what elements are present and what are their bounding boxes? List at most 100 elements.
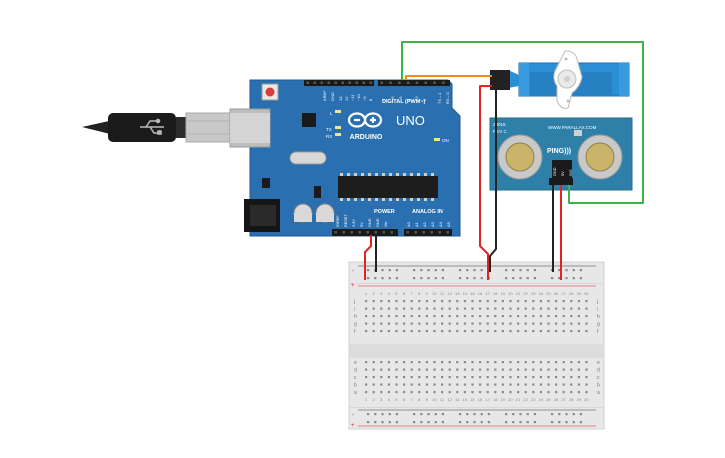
- breadboard-hole[interactable]: [387, 322, 390, 325]
- breadboard-hole[interactable]: [441, 330, 444, 333]
- breadboard-hole[interactable]: [380, 315, 383, 318]
- breadboard-hole[interactable]: [463, 383, 466, 386]
- breadboard-hole[interactable]: [562, 383, 565, 386]
- breadboard-hole[interactable]: [555, 330, 558, 333]
- breadboard-hole[interactable]: [562, 376, 565, 379]
- breadboard-hole[interactable]: [427, 421, 430, 424]
- servo-horn[interactable]: [553, 50, 583, 109]
- breadboard-hole[interactable]: [471, 391, 474, 394]
- breadboard-hole[interactable]: [433, 391, 436, 394]
- breadboard-hole[interactable]: [505, 421, 508, 424]
- breadboard-hole[interactable]: [509, 307, 512, 310]
- breadboard-hole[interactable]: [365, 315, 368, 318]
- breadboard-hole[interactable]: [466, 277, 469, 280]
- breadboard-hole[interactable]: [420, 413, 423, 416]
- breadboard-hole[interactable]: [466, 269, 469, 272]
- wire-red-servo[interactable]: [479, 85, 492, 280]
- breadboard-hole[interactable]: [562, 307, 565, 310]
- arduino-board[interactable]: ARDUINO UNO DIGITAL (PWM~) POWER ANALOG …: [229, 79, 461, 237]
- breadboard-hole[interactable]: [562, 361, 565, 364]
- breadboard-hole[interactable]: [555, 307, 558, 310]
- breadboard-hole[interactable]: [418, 383, 421, 386]
- breadboard-hole[interactable]: [585, 300, 588, 303]
- breadboard-hole[interactable]: [425, 330, 428, 333]
- breadboard-hole[interactable]: [494, 307, 497, 310]
- breadboard-hole[interactable]: [441, 322, 444, 325]
- breadboard-hole[interactable]: [570, 315, 573, 318]
- breadboard-hole[interactable]: [577, 376, 580, 379]
- breadboard-hole[interactable]: [403, 307, 406, 310]
- breadboard-hole[interactable]: [471, 315, 474, 318]
- header-hole[interactable]: [320, 81, 324, 85]
- breadboard-hole[interactable]: [365, 391, 368, 394]
- breadboard-hole[interactable]: [509, 391, 512, 394]
- breadboard-hole[interactable]: [387, 300, 390, 303]
- breadboard-hole[interactable]: [565, 277, 568, 280]
- breadboard-hole[interactable]: [517, 307, 520, 310]
- breadboard-hole[interactable]: [441, 269, 444, 272]
- breadboard-hole[interactable]: [365, 383, 368, 386]
- header-hole[interactable]: [327, 81, 331, 85]
- breadboard-hole[interactable]: [501, 376, 504, 379]
- breadboard-hole[interactable]: [427, 269, 430, 272]
- breadboard-hole[interactable]: [471, 322, 474, 325]
- header-hole[interactable]: [350, 231, 354, 234]
- breadboard-hole[interactable]: [381, 421, 384, 424]
- breadboard-hole[interactable]: [372, 361, 375, 364]
- header-hole[interactable]: [389, 81, 392, 85]
- breadboard-hole[interactable]: [517, 330, 520, 333]
- breadboard-hole[interactable]: [456, 376, 459, 379]
- breadboard-hole[interactable]: [395, 315, 398, 318]
- breadboard-hole[interactable]: [585, 383, 588, 386]
- breadboard-hole[interactable]: [558, 413, 561, 416]
- breadboard-hole[interactable]: [387, 383, 390, 386]
- breadboard-hole[interactable]: [517, 376, 520, 379]
- header-hole[interactable]: [415, 81, 419, 85]
- breadboard-hole[interactable]: [441, 361, 444, 364]
- breadboard-hole[interactable]: [480, 277, 483, 280]
- breadboard-hole[interactable]: [579, 277, 582, 280]
- breadboard-hole[interactable]: [395, 368, 398, 371]
- header-hole[interactable]: [341, 81, 345, 85]
- breadboard-hole[interactable]: [395, 391, 398, 394]
- breadboard-hole[interactable]: [372, 383, 375, 386]
- breadboard-hole[interactable]: [380, 383, 383, 386]
- breadboard-hole[interactable]: [579, 269, 582, 272]
- breadboard-hole[interactable]: [512, 269, 515, 272]
- breadboard-hole[interactable]: [448, 315, 451, 318]
- breadboard-hole[interactable]: [494, 376, 497, 379]
- breadboard-hole[interactable]: [434, 269, 437, 272]
- breadboard-hole[interactable]: [517, 383, 520, 386]
- breadboard-hole[interactable]: [372, 330, 375, 333]
- breadboard-hole[interactable]: [494, 315, 497, 318]
- breadboard-hole[interactable]: [410, 307, 413, 310]
- breadboard-hole[interactable]: [395, 322, 398, 325]
- breadboard-hole[interactable]: [441, 315, 444, 318]
- breadboard-hole[interactable]: [410, 368, 413, 371]
- breadboard-hole[interactable]: [570, 376, 573, 379]
- breadboard-hole[interactable]: [410, 376, 413, 379]
- breadboard-hole[interactable]: [533, 269, 536, 272]
- breadboard-hole[interactable]: [570, 300, 573, 303]
- breadboard-hole[interactable]: [547, 376, 550, 379]
- breadboard-hole[interactable]: [448, 361, 451, 364]
- breadboard-hole[interactable]: [413, 413, 416, 416]
- breadboard-hole[interactable]: [486, 368, 489, 371]
- breadboard-hole[interactable]: [524, 330, 527, 333]
- breadboard-hole[interactable]: [387, 307, 390, 310]
- breadboard-hole[interactable]: [387, 330, 390, 333]
- breadboard-hole[interactable]: [524, 391, 527, 394]
- wire-red-5v-arduino[interactable]: [364, 235, 372, 280]
- breadboard-hole[interactable]: [555, 376, 558, 379]
- breadboard-hole[interactable]: [479, 361, 482, 364]
- breadboard-hole[interactable]: [456, 361, 459, 364]
- breadboard-hole[interactable]: [425, 376, 428, 379]
- breadboard-hole[interactable]: [374, 277, 377, 280]
- breadboard-hole[interactable]: [509, 322, 512, 325]
- breadboard-hole[interactable]: [509, 300, 512, 303]
- breadboard-hole[interactable]: [473, 269, 476, 272]
- breadboard-hole[interactable]: [380, 300, 383, 303]
- breadboard-hole[interactable]: [509, 330, 512, 333]
- breadboard-hole[interactable]: [448, 300, 451, 303]
- breadboard-hole[interactable]: [418, 315, 421, 318]
